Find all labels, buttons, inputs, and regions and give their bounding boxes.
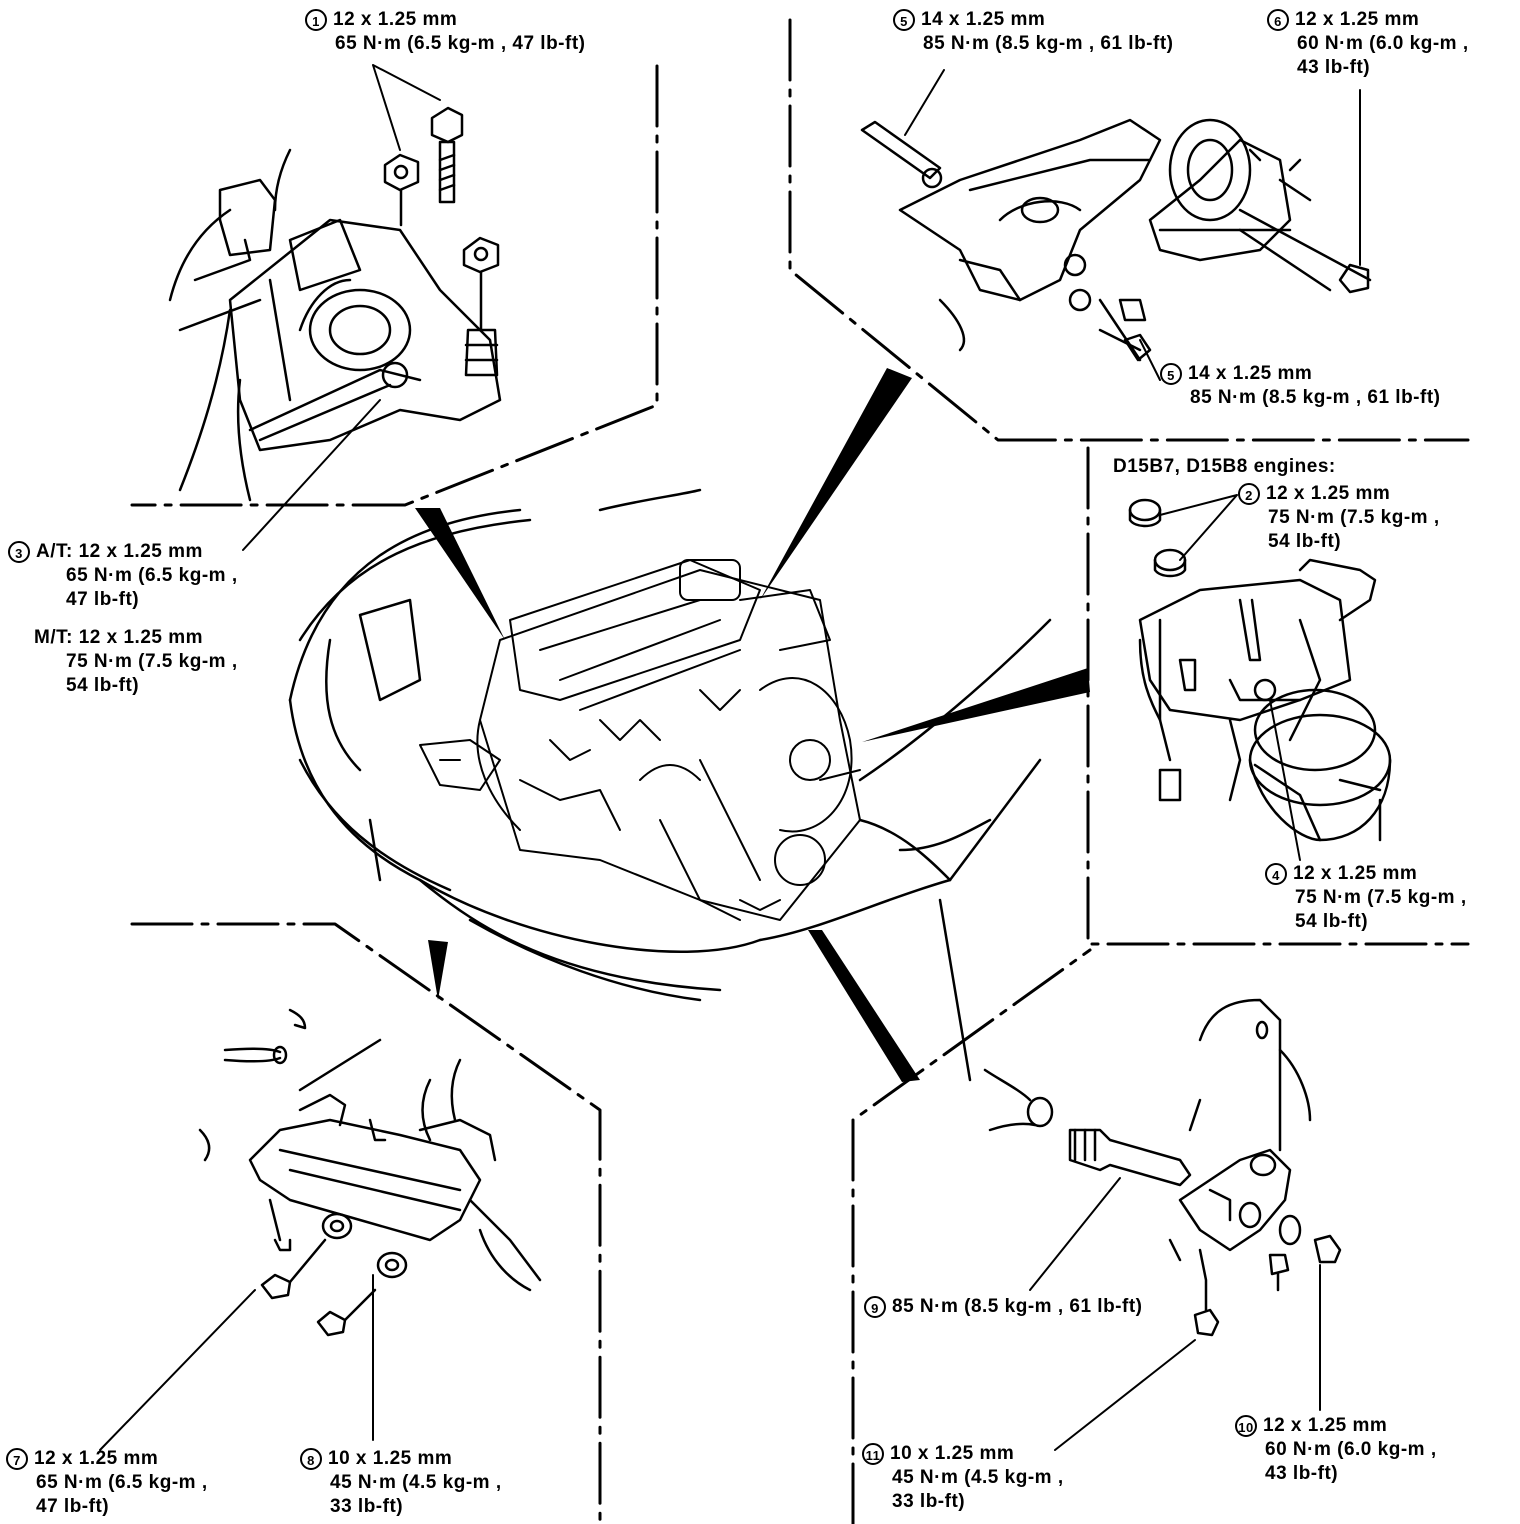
- r-mount-drawing: [1130, 495, 1390, 860]
- callout-4: 4 12 x 1.25 mm 75 N·m (7.5 kg-m , 54 lb-f…: [1265, 862, 1467, 934]
- callout-9: 9 85 N·m (8.5 kg-m , 61 lb-ft): [864, 1295, 1143, 1319]
- callout-11-size: 10 x 1.25 mm: [890, 1443, 1015, 1464]
- callout-3-mt-size: 12 x 1.25 mm: [78, 627, 204, 648]
- callout-10: 10 12 x 1.25 mm 60 N·m (6.0 kg-m , 43 lb-…: [1235, 1414, 1437, 1486]
- callout-1: 1 12 x 1.25 mm 65 N·m (6.5 kg-m , 47 lb-f…: [305, 8, 586, 56]
- callout-10-torque: 60 N·m (6.0 kg-m ,: [1265, 1439, 1437, 1460]
- callout-8-number: 8: [300, 1447, 322, 1470]
- pointer-wedges: [415, 368, 1090, 1082]
- callout-11-number: 11: [862, 1442, 884, 1465]
- callout-2-number: 2: [1238, 482, 1260, 505]
- engine-variant-note: D15B7, D15B8 engines:: [1113, 456, 1336, 477]
- callout-5-top-size: 14 x 1.25 mm: [921, 9, 1046, 30]
- callout-8-torque-cont: 33 lb-ft): [330, 1496, 404, 1517]
- callout-11: 11 10 x 1.25 mm 45 N·m (4.5 kg-m , 33 lb-…: [862, 1442, 1064, 1514]
- callout-4-size: 12 x 1.25 mm: [1293, 863, 1418, 884]
- callout-4-torque-cont: 54 lb-ft): [1295, 911, 1369, 932]
- callout-2-torque: 75 N·m (7.5 kg-m ,: [1268, 507, 1440, 528]
- callout-7: 7 12 x 1.25 mm 65 N·m (6.5 kg-m , 47 lb-f…: [6, 1447, 208, 1519]
- callout-6-number: 6: [1267, 8, 1289, 31]
- callout-1-torque: 65 N·m (6.5 kg-m , 47 lb-ft): [335, 33, 586, 54]
- callout-7-torque-cont: 47 lb-ft): [36, 1496, 110, 1517]
- callout-6: 6 12 x 1.25 mm 60 N·m (6.0 kg-m , 43 lb-f…: [1267, 8, 1469, 80]
- callout-5-bottom-size: 14 x 1.25 mm: [1188, 363, 1313, 384]
- callout-2-torque-cont: 54 lb-ft): [1268, 531, 1342, 552]
- car-body-outline: [290, 490, 1050, 1080]
- callout-3-mt-prefix: M/T:: [34, 627, 73, 648]
- callout-10-number: 10: [1235, 1414, 1257, 1437]
- callout-1-number: 1: [305, 8, 327, 31]
- tl-mount-drawing: [170, 65, 500, 550]
- callout-11-torque: 45 N·m (4.5 kg-m ,: [892, 1467, 1064, 1488]
- callout-6-torque: 60 N·m (6.0 kg-m ,: [1297, 33, 1469, 54]
- engine-block: [420, 560, 860, 920]
- callout-4-number: 4: [1265, 862, 1287, 885]
- br-mount-drawing: [985, 1000, 1340, 1450]
- callout-5-top-number: 5: [893, 8, 915, 31]
- callout-3-mt-torque: 75 N·m (7.5 kg-m ,: [66, 651, 238, 672]
- callout-3-at-size: 12 x 1.25 mm: [78, 541, 203, 562]
- panel-frames: [132, 20, 1468, 1524]
- callout-5-bottom-number: 5: [1160, 362, 1182, 385]
- bl-mount-drawing: [100, 1010, 540, 1450]
- callout-2-size: 12 x 1.25 mm: [1266, 483, 1391, 504]
- callout-8: 8 10 x 1.25 mm 45 N·m (4.5 kg-m , 33 lb-f…: [300, 1447, 502, 1519]
- callout-10-size: 12 x 1.25 mm: [1263, 1415, 1388, 1436]
- callout-9-number: 9: [864, 1295, 886, 1318]
- tr-mount-drawing: [862, 70, 1370, 380]
- callout-9-torque: 85 N·m (8.5 kg-m , 61 lb-ft): [892, 1296, 1143, 1317]
- callout-5-bottom: 5 14 x 1.25 mm 85 N·m (8.5 kg-m , 61 lb-f…: [1160, 362, 1441, 410]
- callout-3-mt-torque-cont: 54 lb-ft): [66, 675, 140, 696]
- callout-3-number: 3: [8, 540, 30, 563]
- callout-5-bottom-torque: 85 N·m (8.5 kg-m , 61 lb-ft): [1190, 387, 1441, 408]
- callout-3: 3 A/T: 12 x 1.25 mm 65 N·m (6.5 kg-m , 47…: [8, 540, 238, 698]
- callout-3-at-torque: 65 N·m (6.5 kg-m ,: [66, 565, 238, 586]
- callout-7-size: 12 x 1.25 mm: [34, 1448, 159, 1469]
- callout-11-torque-cont: 33 lb-ft): [892, 1491, 966, 1512]
- callout-10-torque-cont: 43 lb-ft): [1265, 1463, 1339, 1484]
- callout-8-size: 10 x 1.25 mm: [328, 1448, 453, 1469]
- callout-1-size: 12 x 1.25 mm: [333, 9, 458, 30]
- callout-6-torque-cont: 43 lb-ft): [1297, 57, 1371, 78]
- callout-8-torque: 45 N·m (4.5 kg-m ,: [330, 1472, 502, 1493]
- callout-7-torque: 65 N·m (6.5 kg-m ,: [36, 1472, 208, 1493]
- callout-3-at-torque-cont: 47 lb-ft): [66, 589, 140, 610]
- callout-5-top-torque: 85 N·m (8.5 kg-m , 61 lb-ft): [923, 33, 1174, 54]
- callout-2: 2 12 x 1.25 mm 75 N·m (7.5 kg-m , 54 lb-f…: [1238, 482, 1440, 554]
- callout-5-top: 5 14 x 1.25 mm 85 N·m (8.5 kg-m , 61 lb-f…: [893, 8, 1174, 56]
- callout-3-at-prefix: A/T:: [36, 541, 73, 562]
- callout-6-size: 12 x 1.25 mm: [1295, 9, 1420, 30]
- callout-7-number: 7: [6, 1447, 28, 1470]
- callout-4-torque: 75 N·m (7.5 kg-m ,: [1295, 887, 1467, 908]
